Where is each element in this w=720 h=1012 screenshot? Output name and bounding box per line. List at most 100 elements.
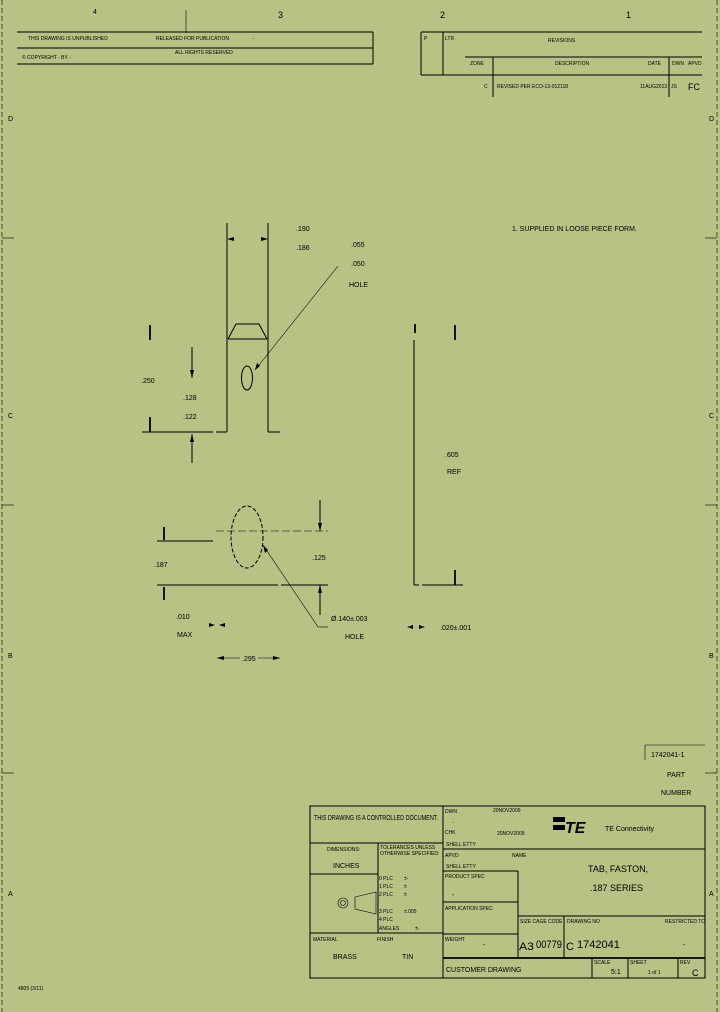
rev-desc: REVISED PER ECO-13-012118 [497, 84, 568, 90]
hole-outline [241, 365, 253, 391]
part-name-line2: .187 SERIES [590, 883, 643, 893]
dimensions-value: INCHES [333, 863, 360, 870]
chk-date: 20NOV2009 [497, 831, 525, 837]
part-number-value: 1742041-1 [651, 752, 685, 759]
rev-col-p: P [424, 36, 428, 42]
dim-burr-max: MAX [177, 632, 193, 639]
tol-value: ±.005 [404, 909, 417, 915]
weight-value: - [483, 942, 486, 949]
te-logo: TE [553, 817, 587, 837]
dim-tab-len: .250 [141, 378, 155, 385]
dim-hole-pos-min: .122 [183, 414, 197, 421]
zone-b-left: B [8, 653, 13, 660]
zone-d-right: D [709, 116, 714, 123]
product-spec-value: - [452, 892, 455, 899]
rights-text: ALL RIGHTS RESERVED [175, 50, 233, 56]
rev-col-dwn: DWN [672, 61, 684, 67]
dim-thickness: .020±.001 [440, 625, 471, 632]
dim-dimple-len: .295 [242, 656, 256, 663]
zone-d-left: D [8, 116, 13, 123]
logo-text: TE [565, 820, 587, 837]
tol-key: 2 PLC [379, 892, 393, 898]
dim-dimple-label: HOLE [345, 634, 364, 641]
tolerances-label: TOLERANCES UNLESS OTHERWISE SPECIFIED: [380, 845, 440, 857]
sheet-value: 1 of 1 [648, 970, 661, 976]
application-spec-label: APPLICATION SPEC [445, 906, 493, 912]
company-name: TE Connectivity [605, 826, 655, 833]
dim-hole-max: .055 [351, 242, 365, 249]
tolerances-label-box: TOLERANCES UNLESS OTHERWISE SPECIFIED: [380, 845, 440, 857]
zone-c-right: C [709, 413, 714, 420]
chk-label: CHK [445, 830, 456, 836]
part-number-box: 1742041-1 PART NUMBER [644, 744, 705, 797]
tab-dimple-view [157, 500, 425, 660]
dim-width-max: .190 [296, 226, 310, 233]
side-zones: D C B A D C B A [2, 116, 717, 898]
tol-value: ± [404, 892, 407, 898]
dim-overall: .605 [445, 452, 459, 459]
tab-side-view [413, 324, 463, 586]
tol-key: 1 PLC [379, 884, 393, 890]
dim-overall-ref: REF [447, 469, 461, 476]
dim-dimple-dia: Ø.140±.003 [331, 616, 368, 623]
copyright-text: © COPYRIGHT - BY - [22, 54, 71, 61]
rev-col-desc: DESCRIPTION [555, 61, 590, 67]
scale-value: 5:1 [611, 969, 621, 976]
part-name-line1: TAB, FASTON, [588, 864, 648, 874]
restricted-value: - [683, 942, 686, 949]
revisions-title: REVISIONS [548, 38, 576, 44]
drawing-rev-letter: C [566, 941, 574, 953]
zone-c-left: C [8, 413, 13, 420]
tol-key: ANGLES [379, 926, 400, 932]
chk-name: SHELL ETTY [446, 842, 476, 848]
tol-key: 4 PLC [379, 917, 393, 923]
tol-value: ± [404, 884, 407, 890]
tol-value: ±- [415, 926, 420, 932]
zone-4: 4 [93, 9, 97, 16]
weight-label: WEIGHT [445, 937, 465, 943]
sheet-label: SHEET [630, 960, 647, 966]
part-number-label-1: PART [667, 772, 686, 779]
tol-key: 3 PLC [379, 909, 393, 915]
product-spec-label: PRODUCT SPEC [445, 874, 485, 880]
rev-col-zone: ZONE [470, 61, 485, 67]
drawing-no-label: DRAWING NO [567, 919, 600, 925]
dimensions-label: DIMENSIONS: [327, 847, 360, 853]
dwn-date: 20NOV2009 [493, 808, 521, 814]
finish-value: TIN [402, 954, 413, 961]
title-block: THIS DRAWING IS A CONTROLLED DOCUMENT. D… [309, 805, 706, 979]
zone-1: 1 [626, 10, 631, 20]
dim-hole-pos-max: .128 [183, 395, 197, 402]
dim-width-187: .187 [154, 562, 168, 569]
rev-date: 11AUG2013 [640, 84, 667, 90]
released-value: - [252, 36, 254, 42]
revisions-table: P LTR REVISIONS ZONE DESCRIPTION DATE DW… [420, 31, 702, 97]
rev-label: REV [680, 960, 691, 966]
tol-value: ±- [404, 876, 409, 882]
tol-key: 0 PLC [379, 876, 393, 882]
cage-code: 00779 [536, 939, 562, 951]
note-loose-piece: 1. SUPPLIED IN LOOSE PIECE FORM. [512, 226, 637, 233]
rev-col-ltr: LTR [445, 36, 454, 42]
zone-2: 2 [440, 10, 445, 20]
third-angle-projection-icon [337, 891, 377, 915]
dwn-label: DWN [445, 809, 457, 815]
material-value: BRASS [333, 954, 357, 961]
size-cage-label: SIZE CAGE CODE [520, 919, 563, 925]
finish-label: FINISH [377, 937, 394, 943]
hole-leader [254, 265, 339, 371]
scale-label: SCALE [594, 960, 611, 966]
zone-3: 3 [278, 10, 283, 20]
rev-ltr: C [484, 84, 488, 90]
form-number: 4805 (3/11) [18, 986, 44, 992]
zone-b-right: B [709, 653, 714, 660]
name-label: NAME [512, 853, 527, 859]
tab-top-view [142, 223, 339, 463]
apvd-label: APVD [445, 853, 459, 859]
drawing-number: 1742041 [577, 939, 620, 951]
dim-hole-min: .050 [351, 261, 365, 268]
released-text: RELEASED FOR PUBLICATION [156, 36, 229, 42]
rev-col-date: DATE [648, 61, 662, 67]
part-number-label-2: NUMBER [661, 790, 691, 797]
